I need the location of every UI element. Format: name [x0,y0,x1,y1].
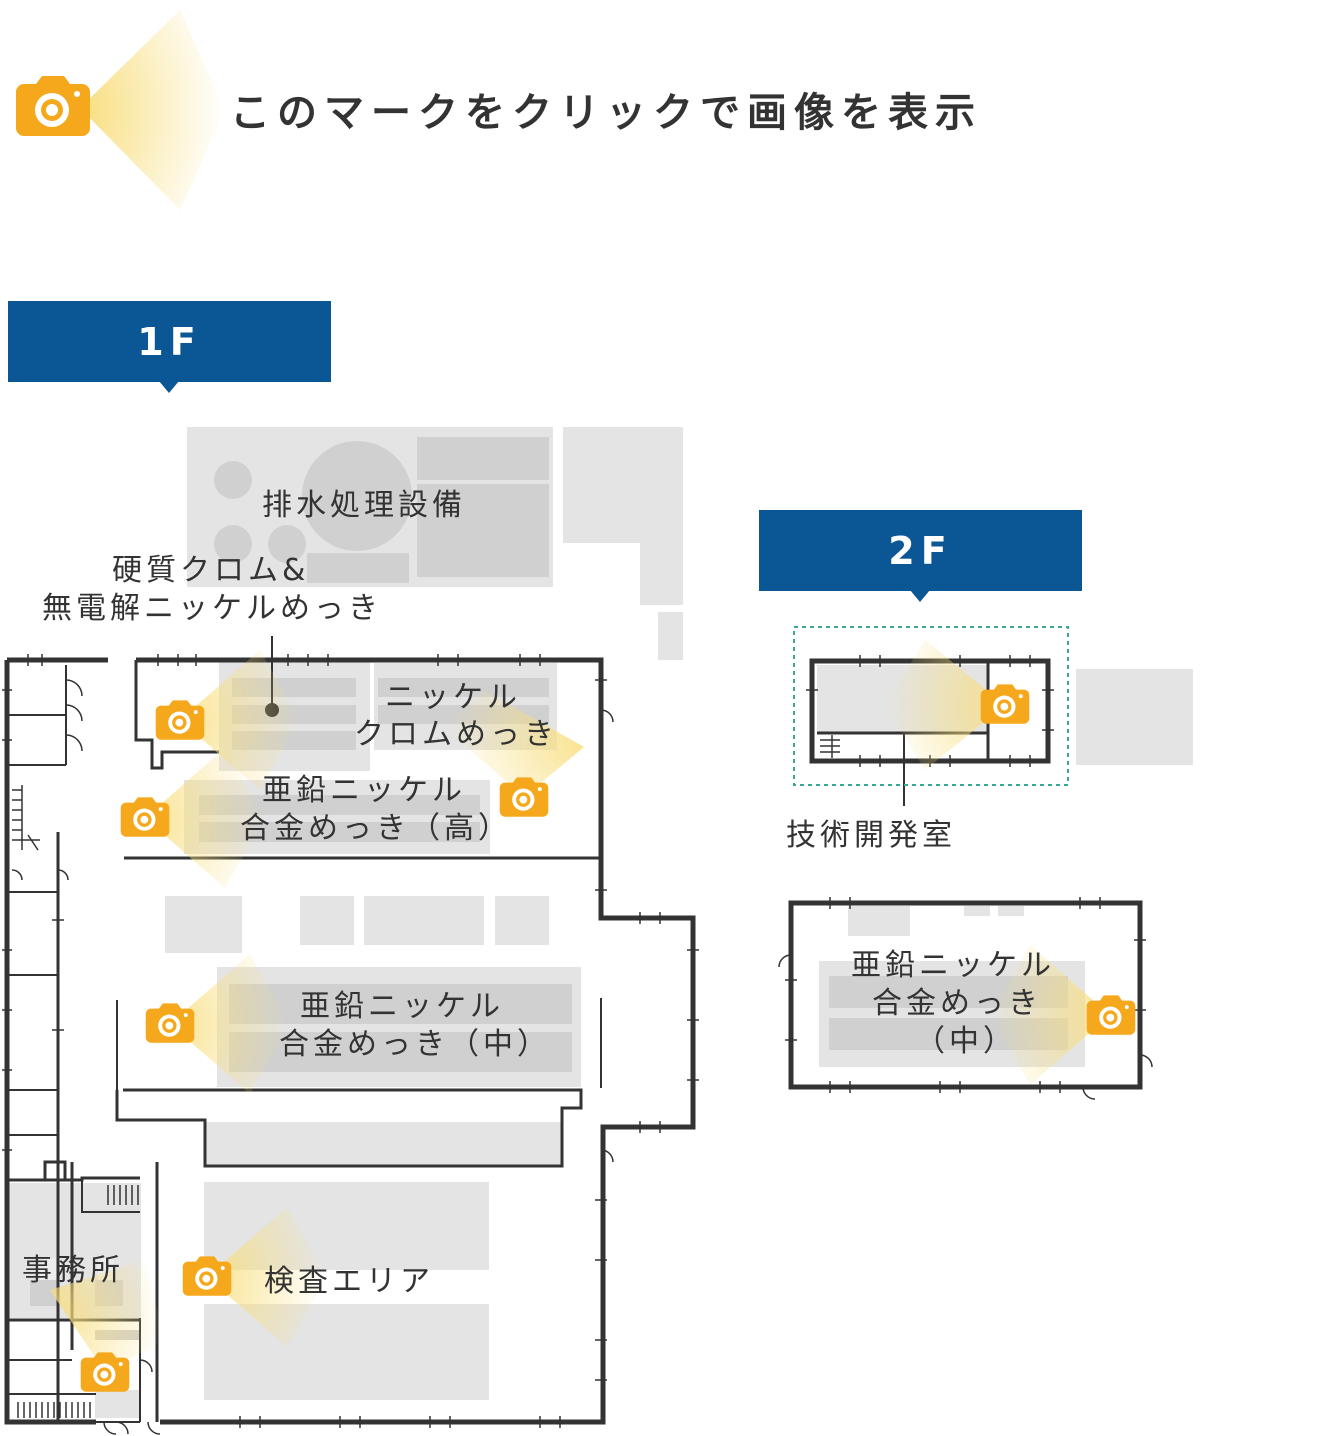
camera-button-zinc-high[interactable] [119,796,171,838]
label-zinc-high-1: 亜鉛ニッケル [262,773,466,808]
camera-button-zinc-mid[interactable] [144,1002,196,1044]
camera-button-rnd[interactable] [979,683,1031,725]
camera-beams [50,640,1110,1372]
floor-tab-1f: 1F [8,301,331,382]
legend-text: このマークをクリックで画像を表示 [230,90,982,136]
camera-button-inspection[interactable] [181,1255,233,1297]
label-zinc-high-2: 合金めっき（高） [240,811,512,846]
label-rnd: 技術開発室 [786,818,956,853]
floor-tab-2f-pointer [910,590,930,602]
camera-button-f2-zinc[interactable] [1085,994,1137,1036]
label-f2-zinc-2: 合金めっき [872,986,1042,1021]
label-wastewater: 排水処理設備 [262,488,466,523]
camera-button-office[interactable] [79,1351,131,1393]
label-zinc-mid-1: 亜鉛ニッケル [300,989,504,1024]
camera-button-nickel-chrome[interactable] [498,776,550,818]
floor-tab-2f-label: 2F [888,528,953,573]
camera-button-hard-chrome[interactable] [154,699,206,741]
area-fills [9,660,581,1418]
label-inspection: 検査エリア [264,1264,434,1299]
wastewater-facility [187,427,683,660]
label-nickel-chrome-1: ニッケル [385,680,521,715]
stairs [11,679,614,1435]
floor-tab-1f-label: 1F [137,319,202,364]
label-hard-chrome-1: 硬質クロム& [112,553,310,588]
floor-tab-2f: 2F [759,510,1082,591]
legend-beam [80,10,225,210]
windows-1f [2,654,699,1428]
label-f2-zinc-1: 亜鉛ニッケル [851,948,1055,983]
label-hard-chrome-2: 無電解ニッケルめっき [42,591,382,626]
label-zinc-mid-2: 合金めっき（中） [279,1027,551,1062]
label-office: 事務所 [22,1253,124,1288]
label-nickel-chrome-2: クロムめっき [354,717,558,752]
label-f2-zinc-3: （中） [915,1024,1017,1059]
camera-icon [16,76,90,136]
floor-tab-1f-pointer [159,381,179,393]
